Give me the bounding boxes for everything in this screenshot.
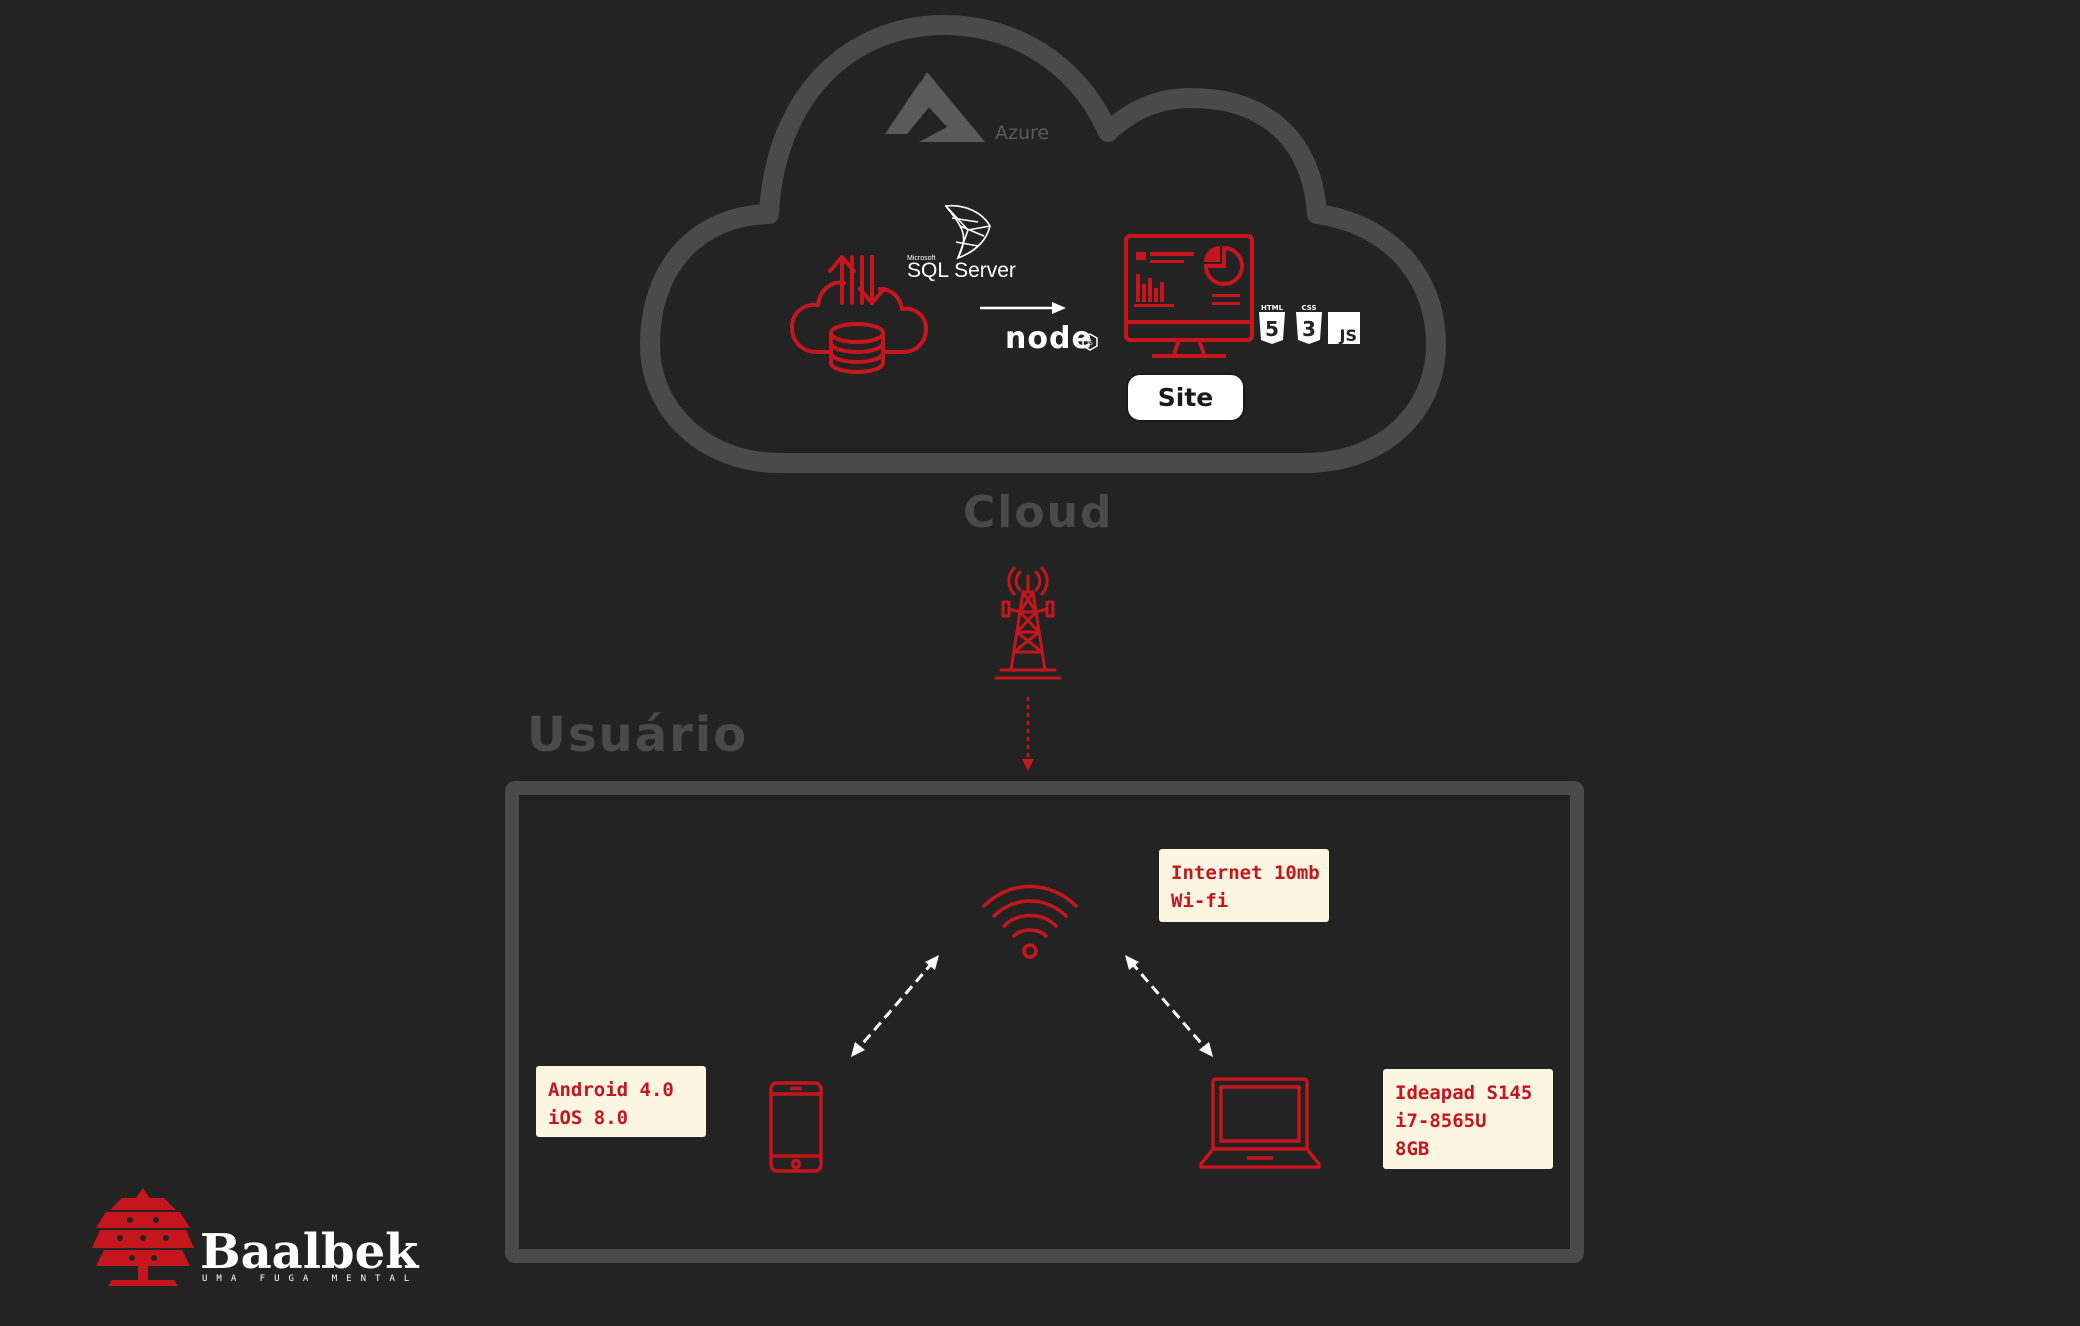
brand-tagline: UMA FUGA MENTAL bbox=[202, 1274, 419, 1284]
azure-label: Azure bbox=[995, 122, 1050, 144]
css3-caption: CSS bbox=[1301, 304, 1316, 312]
network-note-line: Wi-fi bbox=[1171, 890, 1229, 912]
javascript-icon: JS bbox=[1328, 312, 1360, 345]
mobile-note-line: Android 4.0 bbox=[548, 1079, 674, 1101]
flow-arrow bbox=[980, 302, 1066, 314]
monitor-dashboard-icon bbox=[1124, 234, 1254, 358]
laptop-note: Ideapad S145 i7-8565U 8GB bbox=[1383, 1069, 1553, 1169]
css3-icon: CSS 3 bbox=[1296, 304, 1322, 344]
azure-logo-icon bbox=[885, 72, 985, 142]
html5-glyph: 5 bbox=[1265, 317, 1279, 341]
mobile-note: Android 4.0 iOS 8.0 bbox=[536, 1066, 706, 1137]
cedar-tree-icon bbox=[92, 1188, 194, 1286]
user-title: Usuário bbox=[527, 707, 749, 763]
html5-caption: HTML bbox=[1261, 304, 1284, 312]
sql-server-vendor: Microsoft bbox=[907, 255, 936, 262]
user-environment-box bbox=[505, 781, 1584, 1263]
wifi-icon bbox=[982, 884, 1078, 959]
node-logo: node bbox=[1005, 321, 1093, 356]
brand-name: Baalbek bbox=[200, 1224, 419, 1280]
network-note-line: Internet 10mb bbox=[1171, 862, 1320, 884]
node-js-badge-icon: JS bbox=[1082, 333, 1098, 351]
antenna-tower-icon bbox=[994, 566, 1062, 680]
network-note: Internet 10mb Wi-fi bbox=[1159, 849, 1329, 922]
svg-text:JS: JS bbox=[1086, 340, 1093, 347]
cloud-title: Cloud bbox=[963, 487, 1114, 538]
mobile-note-line: iOS 8.0 bbox=[548, 1107, 629, 1129]
css3-glyph: 3 bbox=[1302, 317, 1316, 341]
javascript-glyph: JS bbox=[1339, 326, 1357, 345]
laptop-note-line: Ideapad S145 bbox=[1395, 1082, 1533, 1104]
site-button[interactable]: Site bbox=[1126, 373, 1245, 422]
sql-server-label: SQL Server bbox=[907, 259, 1016, 282]
laptop-note-line: i7-8565U bbox=[1395, 1110, 1487, 1132]
html5-icon: HTML 5 bbox=[1259, 304, 1285, 344]
laptop-note-line: 8GB bbox=[1395, 1138, 1430, 1160]
connection-arrow-laptop bbox=[1125, 955, 1213, 1057]
laptop-icon bbox=[1199, 1077, 1321, 1169]
smartphone-icon bbox=[769, 1081, 823, 1173]
cloud-database-icon bbox=[790, 255, 928, 374]
connection-arrow-mobile bbox=[851, 955, 939, 1057]
sql-server-icon bbox=[944, 204, 991, 260]
signal-arrow bbox=[1022, 697, 1034, 771]
